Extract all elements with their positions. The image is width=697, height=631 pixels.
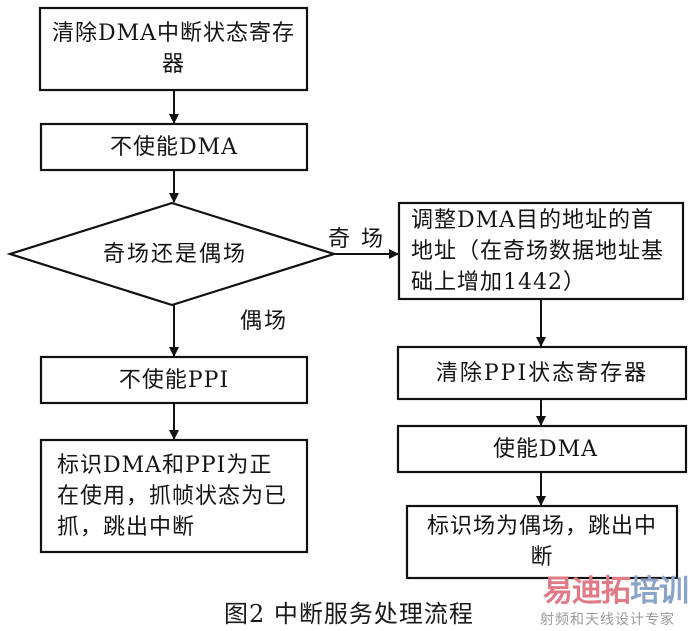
edge-label-even: 偶场 [240, 309, 289, 334]
node-enable-dma-text: 使能DMA [493, 436, 599, 462]
node-clear-ppi-status-text: 清除PPI状态寄存器 [435, 360, 649, 386]
watermark-tagline: 射频和天线设计专家 [540, 612, 675, 628]
watermark-logo-part-a: 易迪拓 [543, 574, 631, 609]
node-mark-even-text: 标识场为偶场，跳出中断 [426, 514, 657, 570]
figure-caption: 图2 中断服务处理流程 [224, 600, 474, 628]
node-mark-in-use [39, 438, 309, 554]
node-disable-dma-text: 不使能DMA [109, 134, 239, 160]
node-mark-even [405, 504, 679, 580]
node-adjust-dma-addr-text: 调整DMA目的地址的首地址（在奇场数据地址基础上增加1442） [411, 207, 665, 295]
node-mark-in-use-text: 标识DMA和PPI为正在使用，抓帧状态为已抓，跳出中断 [57, 452, 288, 540]
node-clear-dma-status-text: 清除DMA中断状态寄存器 [51, 21, 296, 77]
node-odd-or-even [6, 201, 338, 307]
watermark-logo: 易迪拓培训 [543, 574, 689, 609]
node-disable-ppi-text: 不使能PPI [118, 367, 230, 393]
edge-label-odd: 奇 场 [328, 227, 385, 252]
node-odd-or-even-text: 奇场还是偶场 [102, 241, 247, 267]
watermark-logo-part-b: 培训 [630, 574, 689, 609]
